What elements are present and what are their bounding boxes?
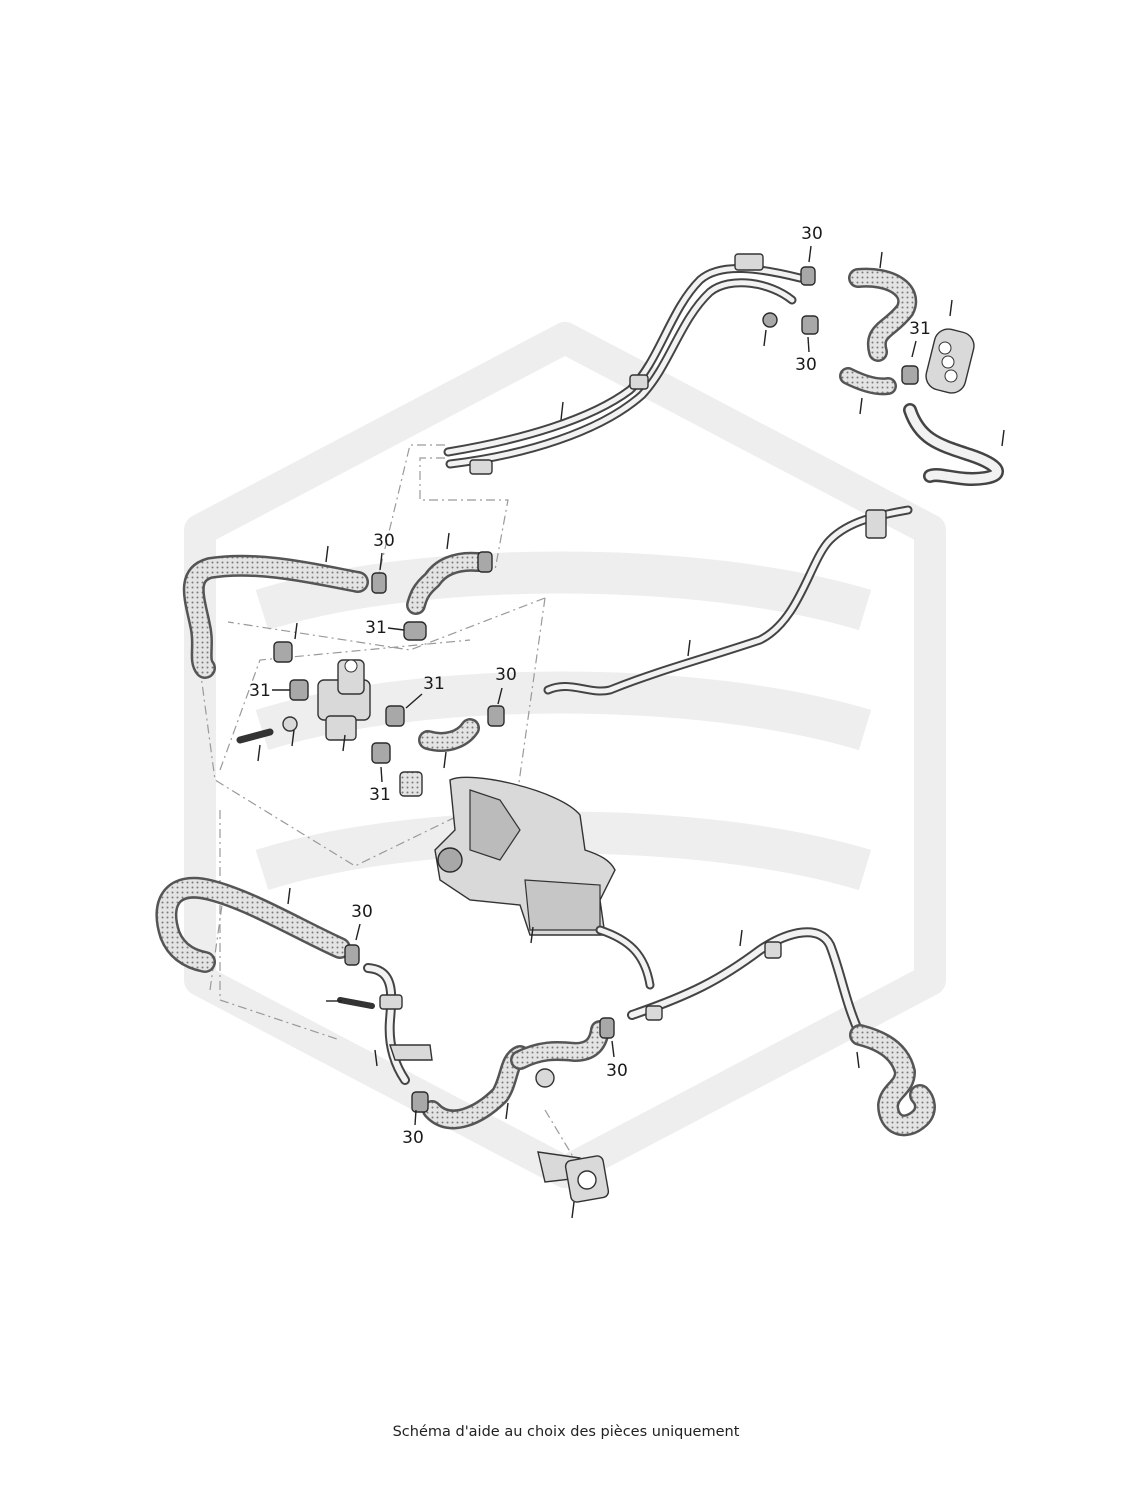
callout-label: 31 bbox=[423, 674, 445, 694]
upper-twin-pipe bbox=[443, 253, 805, 475]
left-large-hose bbox=[182, 554, 369, 679]
callout-30-upper: 30 bbox=[795, 336, 817, 375]
callout-30-lower-left: 30 bbox=[351, 902, 373, 941]
callout-31-valve-right: 31 bbox=[405, 674, 445, 709]
right-long-pipe bbox=[543, 505, 913, 696]
part-reference-ticks bbox=[257, 251, 1005, 1219]
callout-label: 30 bbox=[402, 1128, 424, 1148]
callout-31-bottom: 31 bbox=[369, 766, 391, 805]
upper-right-hoses bbox=[762, 266, 1004, 486]
callout-label: 31 bbox=[909, 319, 931, 339]
central-heater-module bbox=[434, 776, 655, 990]
callout-label: 30 bbox=[373, 531, 395, 551]
callout-30-left: 30 bbox=[373, 531, 395, 571]
callout-label: 31 bbox=[249, 681, 271, 701]
callout-31-mid: 31 bbox=[365, 618, 405, 638]
callout-label: 30 bbox=[795, 355, 817, 375]
callout-30-valve: 30 bbox=[495, 665, 517, 705]
diagram-disclaimer: Schéma d'aide au choix des pièces unique… bbox=[392, 1424, 740, 1440]
lower-center-hoses bbox=[411, 1017, 615, 1130]
assembly-leader-lines bbox=[199, 444, 576, 1161]
thermostat-housing bbox=[537, 1151, 610, 1203]
callout-label: 30 bbox=[351, 902, 373, 922]
callout-31-right: 31 bbox=[909, 319, 931, 358]
callout-label: 30 bbox=[606, 1061, 628, 1081]
callout-label: 31 bbox=[369, 785, 391, 805]
callout-label: 30 bbox=[801, 224, 823, 244]
callout-label: 31 bbox=[365, 618, 387, 638]
lower-left-hose bbox=[155, 876, 360, 973]
small-upper-hoses bbox=[371, 551, 493, 641]
callout-30-top: 30 bbox=[801, 224, 823, 263]
lower-left-bracket-pipe bbox=[337, 963, 433, 1085]
callout-30-lower-right: 30 bbox=[606, 1040, 628, 1081]
callout-30-bottom: 30 bbox=[402, 1109, 424, 1148]
callout-label: 30 bbox=[495, 665, 517, 685]
callout-31-valve-left: 31 bbox=[249, 681, 290, 701]
coolant-valve-assembly bbox=[236, 641, 505, 797]
lower-right-pipe bbox=[627, 927, 936, 1137]
